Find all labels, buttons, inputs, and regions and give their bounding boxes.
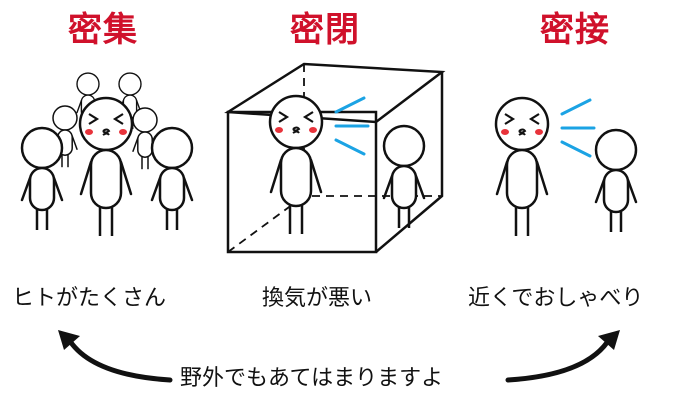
- footer-note: 野外でもあてはまりますよ: [180, 366, 444, 391]
- heading-closed-space: 密閉: [290, 10, 360, 50]
- left-curved-arrow: [58, 330, 173, 383]
- heading-crowded: 密集: [68, 10, 138, 50]
- heading-close-contact: 密接: [540, 10, 610, 50]
- caption-crowded: ヒトがたくさん: [12, 286, 167, 311]
- right-curved-arrow: [505, 330, 620, 383]
- caption-closed-space: 換気が悪い: [262, 286, 373, 311]
- close-talk-illustration: [494, 96, 638, 238]
- crowd-illustration: [20, 72, 194, 238]
- closed-room-illustration: [224, 62, 446, 254]
- caption-close-contact: 近くでおしゃべり: [468, 286, 644, 311]
